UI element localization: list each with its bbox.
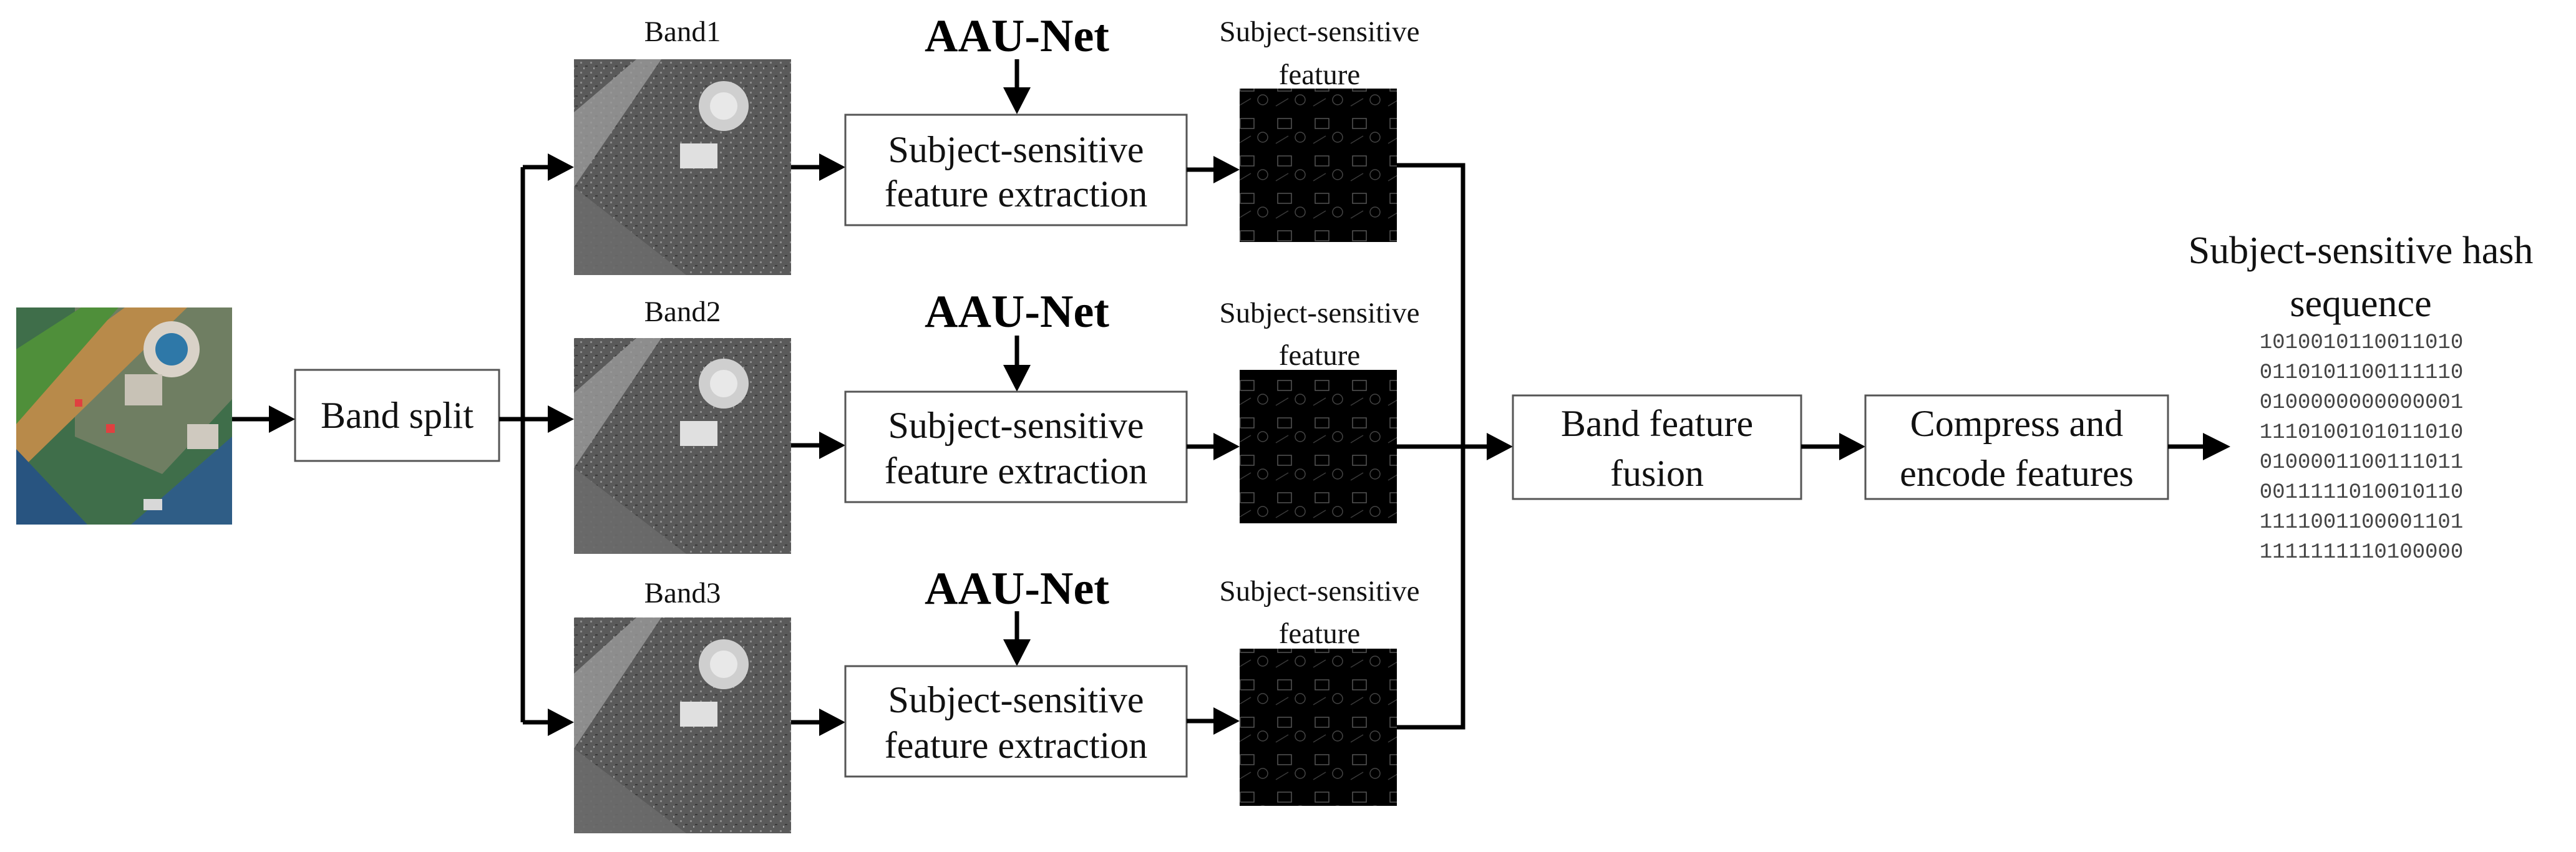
band1-image	[574, 59, 791, 275]
band2-branch: Band2 AAU-Net Subject-sensitive feature …	[574, 286, 1513, 554]
band1-extract-box	[844, 114, 1188, 226]
band3-extract-line2: feature extraction	[885, 725, 1147, 766]
band3-extract-line1: Subject-sensitive	[888, 679, 1144, 720]
input-image	[16, 307, 232, 525]
hash-title-line1: Subject-sensitive hash	[2189, 230, 2534, 272]
band-split-box	[294, 369, 500, 462]
band2-feature-line1: Subject-sensitive	[1219, 297, 1419, 329]
arrow-head	[1003, 365, 1031, 392]
arrow-head	[1003, 87, 1031, 114]
hash-row: 0100000000000001	[2260, 391, 2463, 415]
hash-row: 1110100101011010	[2260, 421, 2463, 445]
band1-feature-map	[1240, 89, 1397, 242]
band1-extract-line2: feature extraction	[885, 173, 1147, 215]
arrow-head	[819, 709, 845, 736]
band1-branch: Band1 AAU-Net Subject-sensitive feature …	[574, 11, 1465, 447]
line-feature1-to-fusion	[1397, 163, 1465, 447]
band3-extract-box	[844, 665, 1188, 778]
hash-row: 0011111010010110	[2260, 481, 2463, 505]
arrow-head	[548, 405, 574, 433]
arrow-head	[1003, 639, 1031, 666]
arrow-head	[1487, 433, 1513, 460]
arrow-head	[548, 709, 574, 736]
band3-feature-line2: feature	[1279, 617, 1360, 650]
compress-line2: encode features	[1900, 453, 2134, 494]
hash-title-line2: sequence	[2290, 283, 2431, 325]
hash-row: 1010010110011010	[2260, 331, 2463, 355]
band2-extract-line1: Subject-sensitive	[888, 405, 1144, 446]
band2-image	[574, 338, 791, 554]
arrow-head	[2203, 433, 2230, 460]
hash-row: 1111111110100000	[2260, 541, 2463, 564]
band2-feature-map	[1240, 370, 1397, 523]
band1-feature-line1: Subject-sensitive	[1219, 16, 1419, 48]
band1-network-label: AAU-Net	[925, 11, 1109, 62]
band3-feature-map	[1240, 649, 1397, 806]
arrow-head	[1213, 156, 1240, 183]
band1-label: Band1	[644, 16, 721, 48]
arrow-head	[1839, 433, 1865, 460]
band3-label: Band3	[644, 577, 721, 609]
fusion-line1: Band feature	[1561, 403, 1753, 444]
hash-row: 0110101100111110	[2260, 361, 2463, 385]
band-split-label: Band split	[321, 395, 474, 436]
band3-branch: Band3 AAU-Net Subject-sensitive feature …	[574, 447, 1465, 833]
compress-line1: Compress and	[1910, 403, 2124, 444]
arrow-head	[1213, 433, 1240, 460]
arrow-head	[548, 153, 574, 181]
hash-row: 0100001100111011	[2260, 451, 2463, 475]
hash-row: 1111001100001101	[2260, 511, 2463, 535]
fusion-line2: fusion	[1610, 453, 1704, 494]
hash-bits-block: 1010010110011010 0110101100111110 010000…	[2260, 331, 2463, 564]
band2-extract-line2: feature extraction	[885, 450, 1147, 491]
arrow-head	[269, 405, 295, 433]
band3-feature-line1: Subject-sensitive	[1219, 575, 1419, 608]
fusion-box	[1512, 394, 1802, 500]
band2-feature-line2: feature	[1279, 339, 1360, 372]
band2-label: Band2	[644, 296, 721, 328]
band3-network-label: AAU-Net	[925, 563, 1109, 614]
compress-box	[1864, 394, 2169, 500]
line-feature3-to-fusion	[1397, 447, 1465, 730]
arrow-head	[1213, 707, 1240, 735]
band2-extract-box	[844, 390, 1188, 503]
band1-extract-line1: Subject-sensitive	[888, 129, 1144, 170]
band3-image	[574, 617, 791, 833]
arrow-head	[819, 153, 845, 181]
band2-network-label: AAU-Net	[925, 286, 1109, 337]
band1-feature-line2: feature	[1279, 59, 1360, 91]
arrow-head	[819, 432, 845, 459]
